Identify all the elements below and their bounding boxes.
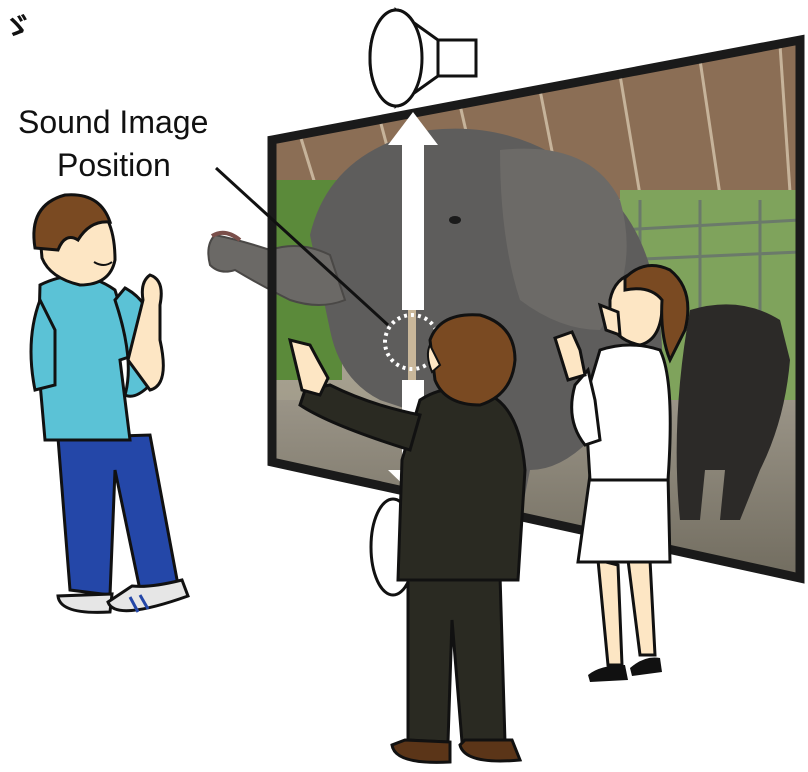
top-speaker-icon — [370, 10, 476, 106]
corner-glyph: ゞ — [2, 2, 32, 46]
sound-image-label-line-1: Sound Image — [18, 103, 208, 141]
elephant-photo — [260, 30, 808, 590]
sound-image-label-line-2: Position — [57, 146, 171, 184]
boy-viewer — [31, 195, 188, 613]
